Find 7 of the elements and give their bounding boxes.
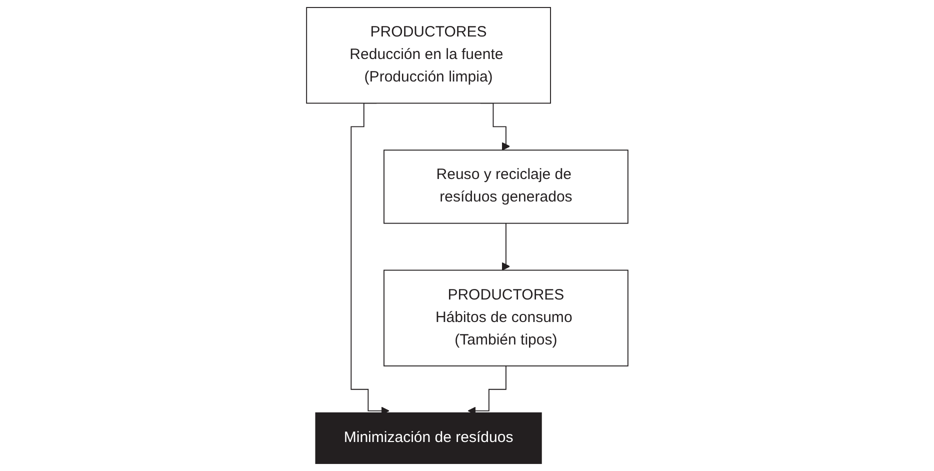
node-box: Minimización de resíduos <box>314 412 542 464</box>
node-box: PRODUCTORES Reducción en la fuente (Producción limpia) <box>306 7 551 104</box>
arrow <box>468 365 506 415</box>
arrow <box>350 102 390 415</box>
node-box: Reuso y reciclaje de resíduos generados <box>383 150 628 224</box>
arrow <box>502 222 510 271</box>
node-box: PRODUCTORES Hábitos de consumo (También tipos) <box>383 270 628 366</box>
